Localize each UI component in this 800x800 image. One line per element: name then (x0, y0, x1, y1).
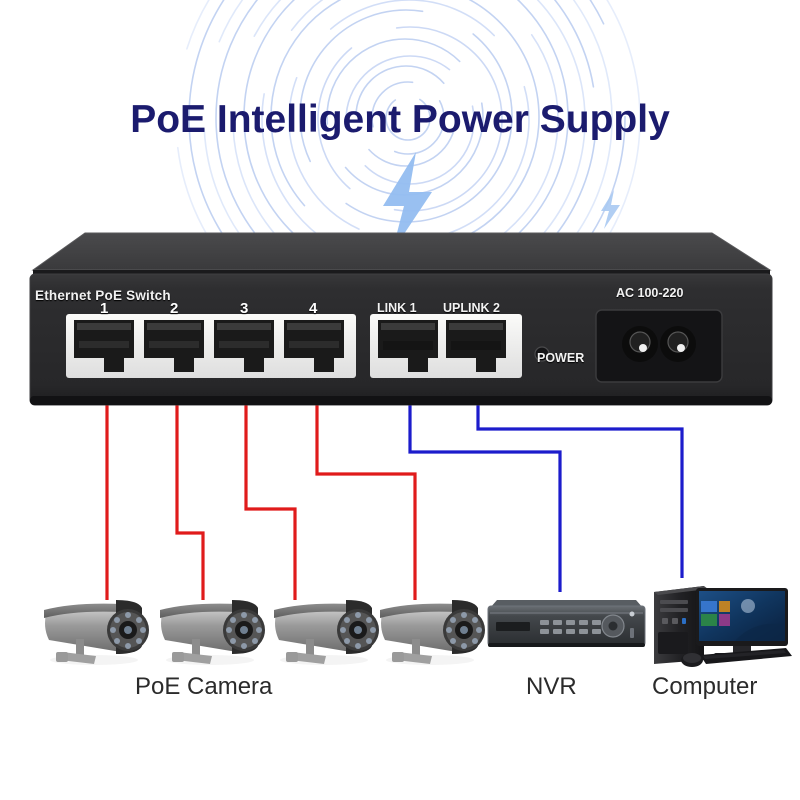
port-number-1: 1 (100, 300, 109, 317)
ac-input-label: AC 100-220 (616, 286, 684, 300)
rj45-port-3 (214, 320, 274, 372)
port-number-3: 3 (240, 300, 249, 317)
switch-model-label: Ethernet PoE Switch (35, 288, 171, 303)
page-title: PoE Intelligent Power Supply (130, 98, 670, 141)
camera-caption: PoE Camera (135, 673, 273, 700)
nvr-device[interactable] (487, 600, 646, 647)
link-1-label: LINK 1 (377, 301, 417, 315)
rj45-port-group (74, 320, 344, 372)
poe-switch-device[interactable] (0, 228, 800, 410)
power-label: POWER (537, 351, 585, 365)
port-bank-poe (66, 314, 356, 378)
cable-data-link1 (408, 385, 562, 592)
computer-caption: Computer (652, 673, 758, 700)
switch-top-surface (33, 233, 770, 270)
rj45-port-2 (144, 320, 204, 372)
power-led-indicator (534, 346, 550, 362)
computer-device[interactable] (654, 586, 792, 667)
port-number-2: 2 (170, 300, 179, 317)
rj45-port-1 (74, 320, 134, 372)
ac-inlet-pins (622, 326, 696, 362)
cable-poe-3 (244, 385, 297, 600)
port-number-4: 4 (309, 300, 318, 317)
poe-camera-4[interactable] (380, 600, 485, 665)
poe-camera-1[interactable] (44, 600, 149, 665)
cable-poe-4 (315, 385, 417, 600)
poe-camera-3[interactable] (274, 600, 379, 665)
uplink-2-label: UPLINK 2 (443, 301, 500, 315)
poe-camera-2[interactable] (160, 600, 265, 665)
rj45-port-uplink-2 (446, 320, 506, 372)
cable-data-uplink2 (476, 385, 684, 578)
cable-poe-2 (175, 385, 205, 600)
nvr-caption: NVR (526, 673, 577, 700)
ac-inlet-socket (595, 309, 723, 383)
rj45-port-link-1 (378, 320, 438, 372)
rj45-port-4 (284, 320, 344, 372)
